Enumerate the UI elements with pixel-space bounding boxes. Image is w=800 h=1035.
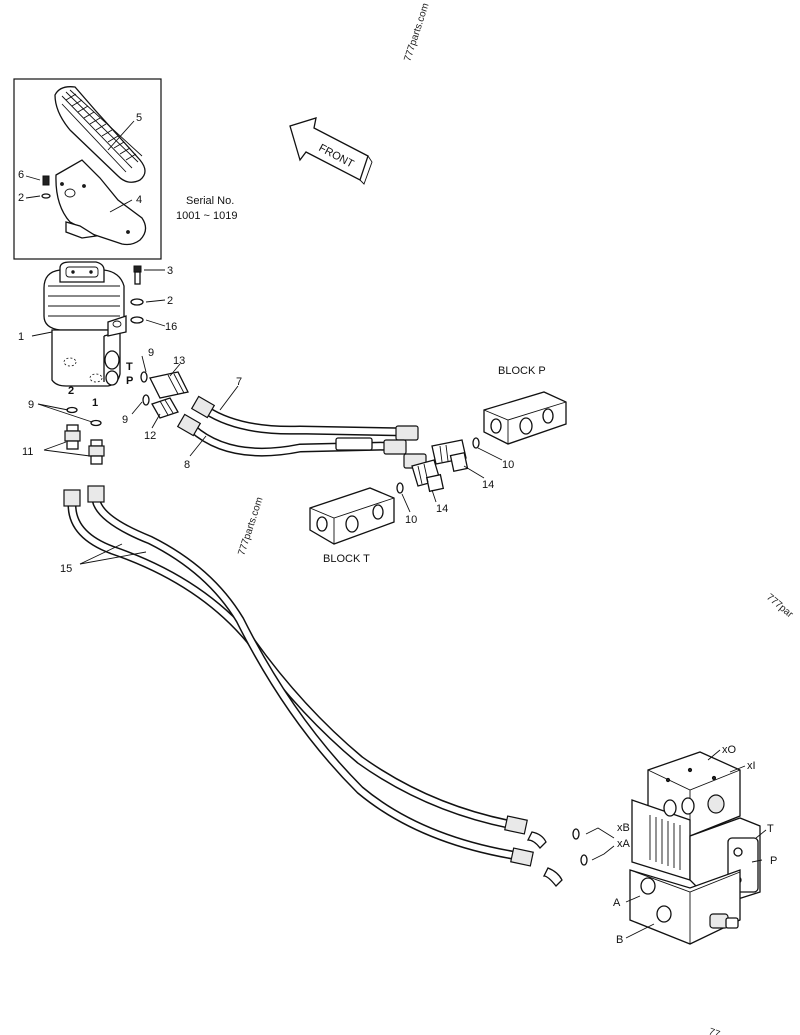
- leader-xb-xa: [585, 827, 615, 861]
- callout-4: 4: [136, 194, 142, 206]
- washer-16: [130, 316, 144, 324]
- valve-port-t: T: [767, 823, 774, 835]
- callout-3: 3: [167, 265, 173, 277]
- tee-fitting-14-upper: [431, 439, 469, 473]
- serial-line-2: 1001 ~ 1019: [176, 210, 237, 222]
- pedal-footplate: [54, 86, 146, 183]
- callout-2-inset: 2: [18, 192, 24, 204]
- control-valve-assembly: [629, 751, 761, 945]
- callout-10-upper: 10: [502, 459, 514, 471]
- callout-13: 13: [173, 355, 185, 367]
- port-p-label: P: [126, 375, 133, 387]
- washer-2: [130, 298, 144, 306]
- o-ring-9-bottom-2: [90, 419, 102, 427]
- o-ring-10-lower: [396, 482, 404, 494]
- block-p: [483, 391, 567, 445]
- adapter-11-right: [88, 439, 105, 465]
- hose-7: [201, 405, 415, 437]
- watermark-top: 777parts.com: [402, 2, 431, 63]
- callout-15: 15: [60, 563, 72, 575]
- callout-leaders: [25, 120, 503, 565]
- block-t: [309, 487, 395, 545]
- callout-2-valve: 2: [167, 295, 173, 307]
- callout-5: 5: [136, 112, 142, 124]
- valve-port-a: A: [613, 897, 621, 909]
- callout-1: 1: [18, 331, 24, 343]
- valve-port-p: P: [770, 855, 777, 867]
- pedal-screw-6: [41, 175, 51, 199]
- front-arrow-icon: FRONT: [289, 117, 373, 185]
- pedal-bracket: [55, 159, 147, 246]
- valve-port-xo: xO: [722, 744, 737, 756]
- callout-16: 16: [165, 321, 177, 333]
- watermark-right: 777par: [764, 592, 795, 621]
- watermark-bottom: 77: [707, 1026, 722, 1035]
- valve-screw-3: [133, 265, 142, 285]
- callout-14-upper: 14: [482, 479, 494, 491]
- callout-12: 12: [144, 430, 156, 442]
- adapter-11-left: [64, 424, 81, 450]
- valve-port-xb: xB: [617, 822, 630, 834]
- hose-15-ends: [63, 485, 588, 887]
- tee-fitting-14-lower: [411, 459, 445, 493]
- callout-14-lower: 14: [436, 503, 448, 515]
- callout-11: 11: [22, 446, 33, 458]
- hose-7-ends: [176, 395, 427, 469]
- valve-port-b: B: [616, 934, 623, 946]
- valve-port-xa: xA: [617, 838, 631, 850]
- callout-9-upper: 9: [148, 347, 154, 359]
- port-t-label: T: [126, 361, 133, 373]
- block-p-label: BLOCK P: [498, 365, 546, 377]
- callout-9-lower: 9: [122, 414, 128, 426]
- valve-leaders: [625, 749, 767, 939]
- callout-8: 8: [184, 459, 190, 471]
- inset-frame: [13, 78, 162, 260]
- watermark-middle: 777parts.com: [236, 496, 265, 557]
- port-2-label: 2: [68, 385, 74, 397]
- hose-8: [187, 423, 395, 457]
- callout-10-lower: 10: [405, 514, 417, 526]
- port-1-label: 1: [92, 397, 98, 409]
- hose-15-right: [91, 495, 523, 861]
- callout-9-left: 9: [28, 399, 34, 411]
- callout-7: 7: [236, 376, 242, 388]
- callout-6: 6: [18, 169, 24, 181]
- connector-12: [151, 397, 179, 419]
- block-t-label: BLOCK T: [323, 553, 370, 565]
- pedal-valve-body: [43, 261, 127, 387]
- valve-port-xi: xI: [747, 760, 756, 772]
- serial-line-1: Serial No.: [186, 195, 234, 207]
- o-ring-9-lower: [142, 394, 150, 406]
- o-ring-9-upper: [140, 371, 148, 383]
- o-ring-9-bottom: [66, 406, 78, 414]
- connector-13: [149, 371, 189, 399]
- o-ring-10-upper: [472, 437, 480, 449]
